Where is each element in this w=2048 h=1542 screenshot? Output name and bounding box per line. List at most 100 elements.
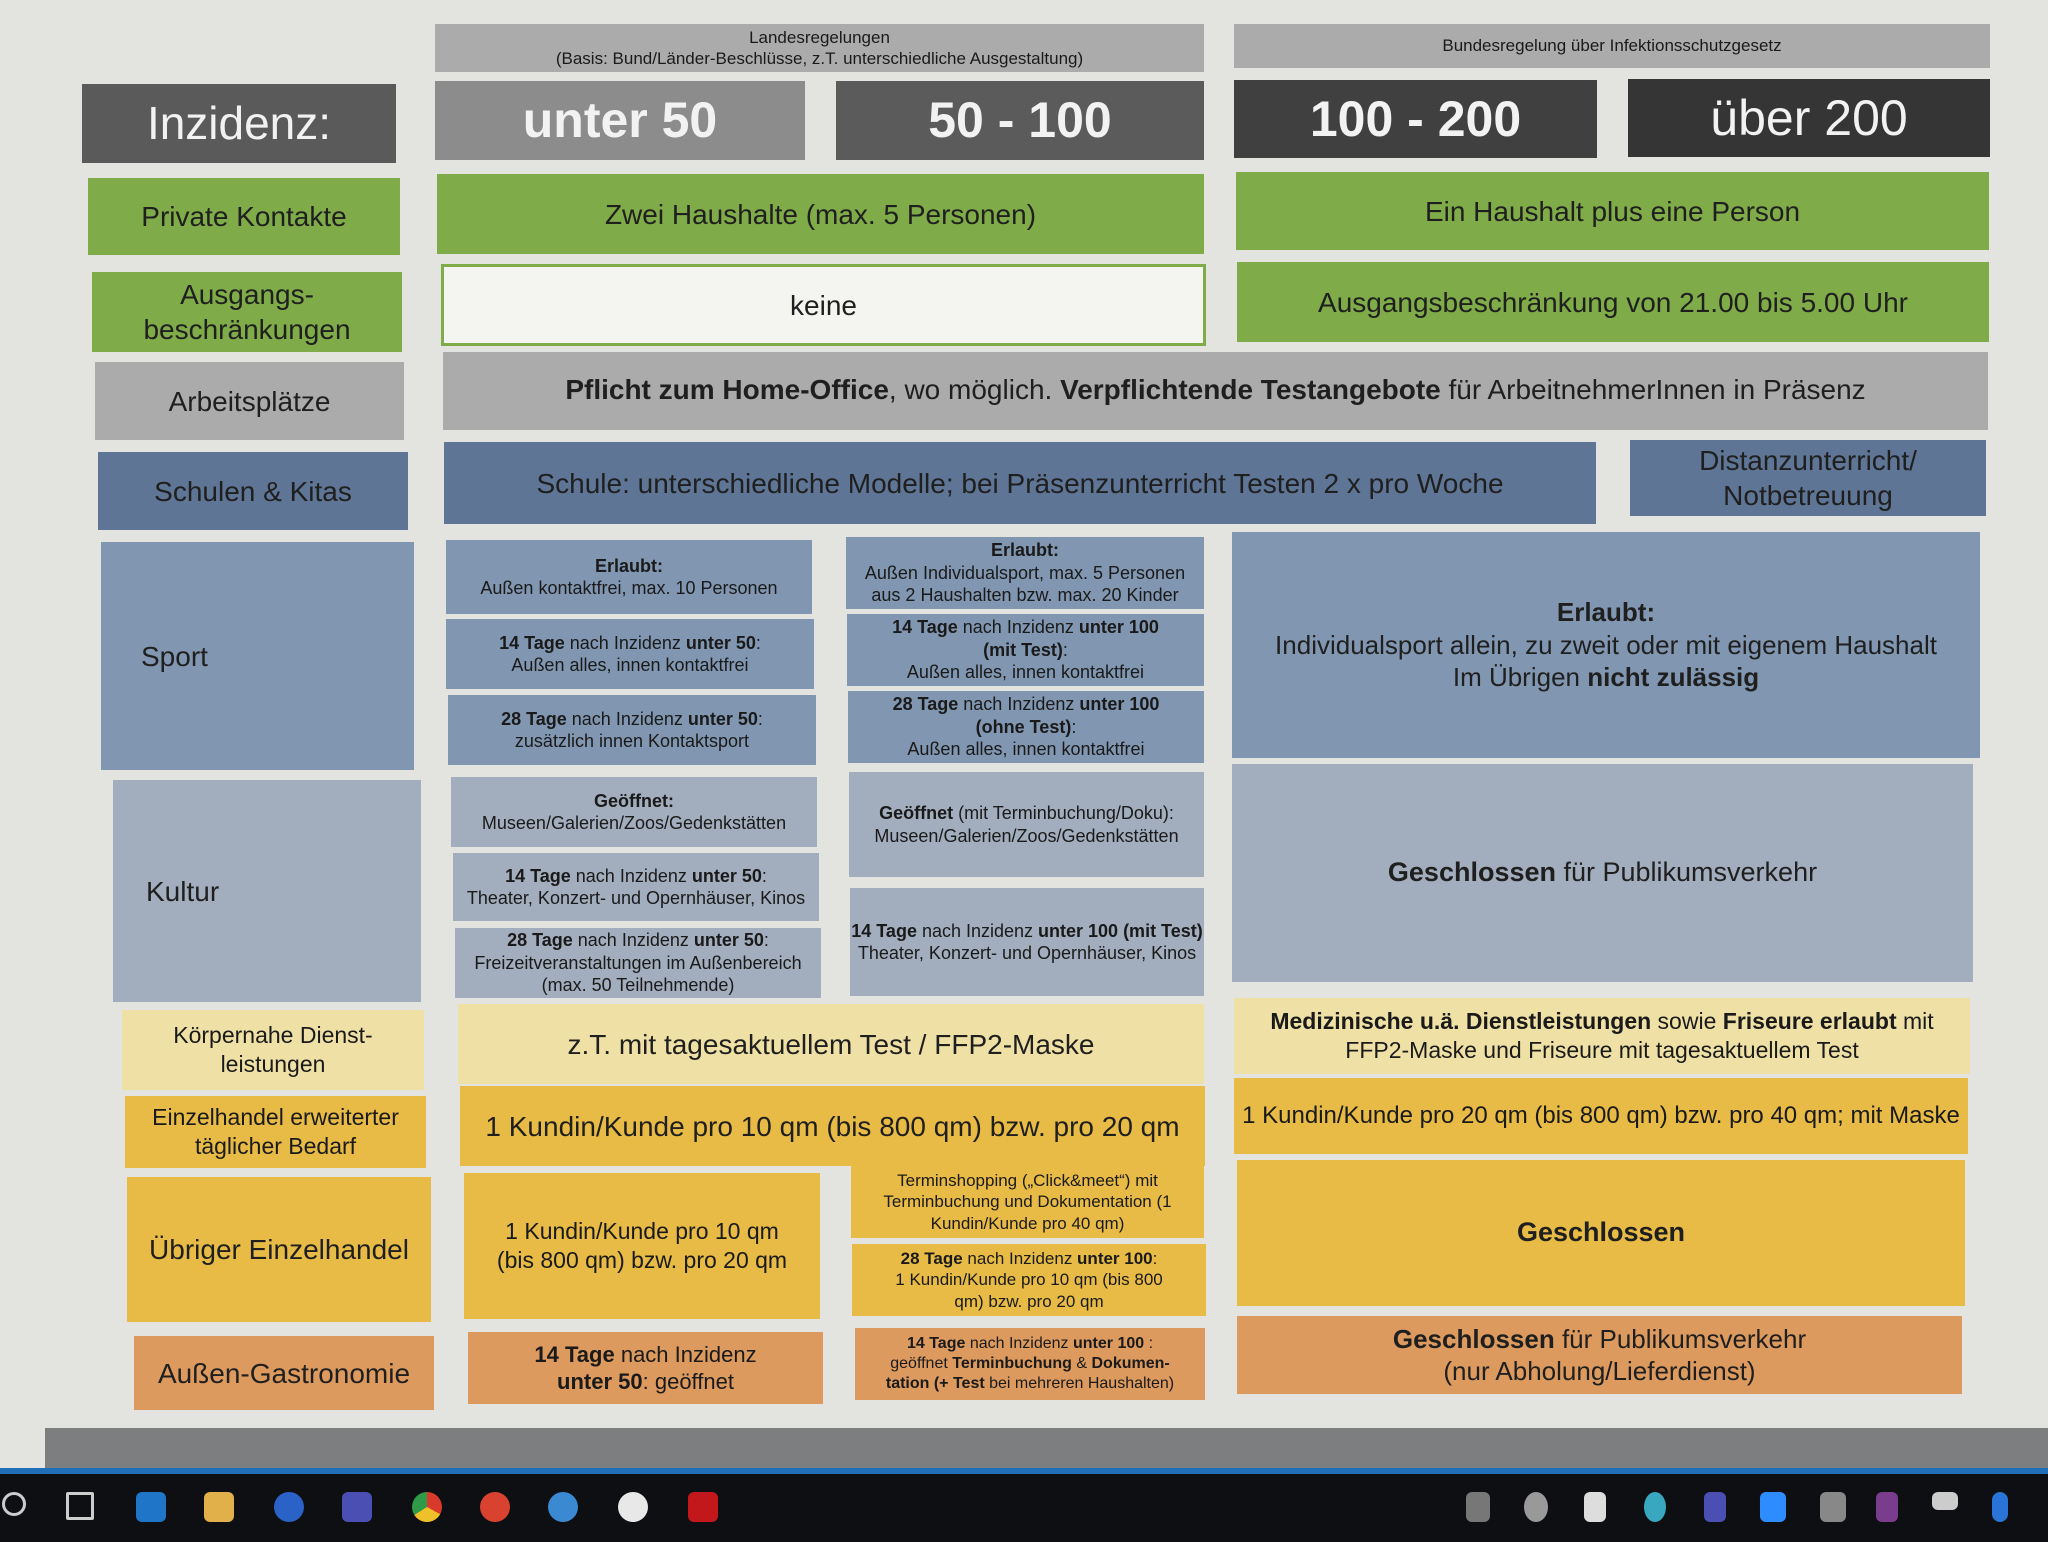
search-icon[interactable] [2, 1492, 26, 1516]
text: Körpernahe Dienst- [173, 1022, 373, 1049]
text-bold: Geöffnet: [594, 790, 674, 811]
internet-explorer-icon[interactable] [548, 1492, 578, 1522]
outlook-icon[interactable] [136, 1492, 166, 1522]
landes-subtitle: (Basis: Bund/Länder-Beschlüsse, z.T. unt… [555, 49, 1084, 68]
text: bei mehreren Haushalten) [984, 1375, 1175, 1392]
tray-bluetooth-icon[interactable] [1992, 1492, 2008, 1522]
tray-app-icon[interactable] [1466, 1492, 1490, 1522]
text: Freizeitveranstaltungen im Außenbereich [474, 952, 802, 973]
text-bold: 14 Tage [499, 632, 565, 653]
text: Außen alles, innen kontaktfrei [907, 739, 1145, 760]
text: Im Übrigen [1452, 662, 1588, 693]
tray-onenote-icon[interactable] [1876, 1492, 1898, 1522]
text-bold: Medizinische u.ä. Dienstleistungen [1270, 1008, 1652, 1035]
sport-50-3: 28 Tage nach Inzidenz unter 50:zusätzlic… [448, 695, 816, 765]
text: (max. 50 Teilnehmende) [541, 975, 735, 996]
text: nach Inzidenz [916, 920, 1039, 941]
slack-icon[interactable] [618, 1492, 648, 1522]
text: täglicher Bedarf [194, 1133, 357, 1159]
text-bold: Geschlossen [1387, 857, 1556, 887]
screen-bezel [45, 1428, 2048, 1468]
text-bold: unter 100 [1077, 1249, 1153, 1269]
text: , wo möglich. [888, 374, 1061, 405]
text: 1 Kundin/Kunde pro 10 qm (bis 800 qm) bz… [895, 1270, 1163, 1311]
gastro-b: Geschlossen für Publikumsverkehr(nur Abh… [1237, 1316, 1962, 1394]
gastro-100: 14 Tage nach Inzidenz unter 100 :geöffne… [855, 1328, 1205, 1400]
task-view-icon[interactable] [66, 1492, 94, 1520]
landes-title: Landesregelungen [749, 27, 890, 47]
chrome-icon[interactable] [412, 1492, 442, 1522]
text-bold: 14 Tage [892, 617, 958, 638]
tray-shield-icon[interactable] [1584, 1492, 1606, 1522]
text: leistungen [220, 1051, 326, 1077]
level-100-200: 100 - 200 [1234, 80, 1597, 158]
uebrig-100-a: Terminshopping („Click&meet“) mit Termin… [851, 1166, 1204, 1238]
acrobat-icon[interactable] [688, 1492, 718, 1522]
text-bold: (mit Test) [983, 639, 1063, 660]
tray-app2-icon[interactable] [1820, 1492, 1846, 1522]
schulen-a: Schule: unterschiedliche Modelle; bei Pr… [444, 442, 1596, 524]
text: nach Inzidenz [965, 1335, 1073, 1352]
text: Außen alles, innen kontaktfrei [906, 662, 1145, 683]
sport-b: Erlaubt:Individualsport allein, zu zweit… [1232, 532, 1980, 758]
text-bold: 28 Tage [900, 1249, 963, 1269]
text: für Publikumsverkehr [1555, 857, 1818, 887]
text-bold: Friseure erlaubt [1722, 1008, 1897, 1035]
text: nach Inzidenz [564, 632, 686, 653]
private-a: Zwei Haushalte (max. 5 Personen) [437, 174, 1204, 254]
teams-icon[interactable] [342, 1492, 372, 1522]
sport-100-2: 14 Tage nach Inzidenz unter 100(mit Test… [847, 614, 1204, 686]
ausgang-b: Ausgangsbeschränkung von 21.00 bis 5.00 … [1237, 262, 1989, 342]
tray-slack-icon[interactable] [1644, 1492, 1666, 1522]
edge-icon[interactable] [274, 1492, 304, 1522]
sport-50-2: 14 Tage nach Inzidenz unter 50:Außen all… [446, 619, 814, 689]
label-koerpernahe: Körpernahe Dienst-leistungen [122, 1010, 424, 1090]
text-bold: unter 100 (mit Test) [1038, 920, 1203, 941]
text-bold: 14 Tage [505, 865, 571, 886]
label-kultur: Kultur [113, 780, 421, 1002]
text-bold: 14 Tage [851, 920, 917, 941]
sport-50-1: Erlaubt:Außen kontaktfrei, max. 10 Perso… [446, 540, 812, 614]
text: : [761, 865, 767, 886]
text-bold: unter 100 [1079, 694, 1160, 715]
tray-zoom-icon[interactable] [1760, 1492, 1786, 1522]
text-bold: 28 Tage [501, 708, 567, 729]
text: Museen/Galerien/Zoos/Gedenkstätten [874, 825, 1179, 846]
tray-teams-icon[interactable] [1704, 1492, 1726, 1522]
level-50-100: 50 - 100 [836, 81, 1204, 160]
text: : [1071, 716, 1077, 737]
text: nach Inzidenz [614, 1341, 757, 1367]
label-line: Ausgangs- [180, 279, 314, 310]
text-bold: Geschlossen [1392, 1323, 1555, 1354]
text: mit [1896, 1008, 1934, 1035]
text: zusätzlich innen Kontaktsport [514, 731, 750, 751]
app-icon[interactable] [480, 1492, 510, 1522]
file-explorer-icon[interactable] [204, 1492, 234, 1522]
tray-power-icon[interactable] [1932, 1492, 1958, 1510]
koerper-b: Medizinische u.ä. Dienstleistungen sowie… [1234, 998, 1970, 1074]
text-bold: 14 Tage [534, 1341, 615, 1367]
text: Außen alles, innen kontaktfrei [511, 655, 749, 675]
text: : [1144, 1335, 1154, 1352]
text-bold: Terminbuchung [952, 1355, 1072, 1372]
text-bold: unter 50 [691, 865, 762, 886]
text-bold: Dokumen- [1091, 1355, 1170, 1372]
label-ausgang: Ausgangs-beschränkungen [92, 272, 402, 352]
label-arbeitsplaetze: Arbeitsplätze [95, 362, 404, 440]
text: für ArbeitnehmerInnen in Präsenz [1440, 374, 1866, 405]
text-bold: (ohne Test) [975, 716, 1072, 737]
arbeit-text: Pflicht zum Home-Office, wo möglich. Ver… [443, 352, 1988, 430]
text-bold: unter 50 [687, 708, 758, 729]
text: 1 Kundin/Kunde pro 10 qm [505, 1218, 779, 1245]
landes-header: Landesregelungen (Basis: Bund/Länder-Bes… [435, 24, 1204, 72]
kultur-50-2: 14 Tage nach Inzidenz unter 50:Theater, … [453, 853, 819, 921]
text-bold: Erlaubt: [990, 540, 1059, 561]
text: Individualsport allein, zu zweit oder mi… [1275, 629, 1937, 660]
tray-globe-icon[interactable] [1524, 1492, 1548, 1522]
text-bold: unter 100 [1073, 1335, 1145, 1352]
text-bold: unter 100 [1078, 617, 1159, 638]
text: : [763, 930, 769, 951]
text: geöffnet [890, 1355, 953, 1372]
koerper-a: z.T. mit tagesaktuellem Test / FFP2-Mask… [458, 1004, 1204, 1084]
